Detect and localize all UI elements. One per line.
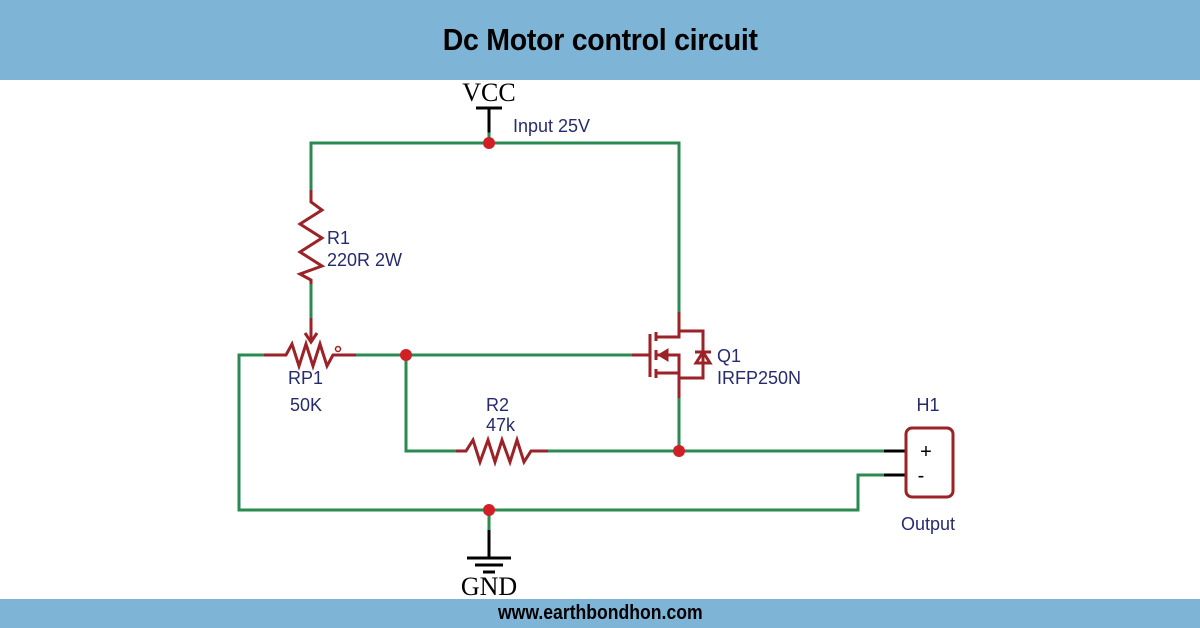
h1-minus-label: - — [918, 465, 925, 487]
output-header-h1[interactable]: + - H1 Output — [884, 395, 955, 534]
resistor-r1[interactable]: R1 220R 2W — [296, 190, 402, 284]
q1-ref: Q1 — [717, 346, 741, 366]
gnd-label: GND — [461, 572, 517, 601]
resistor-r2-body — [456, 435, 548, 467]
source-lead — [656, 371, 681, 398]
wiper-arrow-icon — [303, 332, 319, 345]
diagram-title: Dc Motor control circuit — [442, 22, 758, 57]
junction-gate — [400, 349, 412, 361]
junctions — [400, 137, 685, 516]
h1-body — [904, 426, 955, 499]
resistor-r1-body — [296, 190, 326, 284]
potentiometer-body — [264, 339, 356, 371]
wire-r2-left — [404, 353, 458, 453]
mosfet-q1[interactable]: Q1 IRFP250N — [632, 312, 801, 398]
r1-value: 220R 2W — [327, 250, 402, 270]
wire-top-rail — [309, 141, 681, 314]
body-diode-leads — [679, 329, 705, 380]
r2-value: 47k — [486, 415, 516, 435]
website-link[interactable]: www.earthbondhon.com — [497, 602, 703, 624]
h1-ref: H1 — [916, 395, 939, 415]
ground-symbol: GND — [461, 530, 517, 601]
wires — [237, 132, 886, 532]
title-banner: Dc Motor control circuit — [0, 0, 1200, 80]
potentiometer-dot — [334, 345, 342, 353]
h1-plus-label: + — [920, 441, 932, 463]
h1-value: Output — [901, 514, 955, 534]
rp1-value: 50K — [290, 395, 322, 415]
vcc-symbol: VCC — [462, 78, 516, 134]
junction-source — [673, 445, 685, 457]
body-diode-icon — [693, 349, 713, 365]
r1-ref: R1 — [327, 228, 350, 248]
r2-ref: R2 — [486, 395, 509, 415]
junction-vcc — [483, 137, 495, 149]
wire-ground-rail — [237, 353, 886, 512]
rp1-ref: RP1 — [288, 368, 323, 388]
drain-lead — [656, 312, 681, 339]
potentiometer-rp1[interactable]: RP1 50K — [264, 318, 356, 415]
vcc-label: VCC — [462, 78, 515, 107]
nchannel-arrow-icon — [657, 348, 669, 362]
vcc-input-note: Input 25V — [513, 116, 590, 136]
footer-banner: www.earthbondhon.com — [0, 599, 1200, 628]
resistor-r2[interactable]: R2 47k — [456, 395, 548, 467]
q1-value: IRFP250N — [717, 368, 801, 388]
junction-gnd — [483, 504, 495, 516]
